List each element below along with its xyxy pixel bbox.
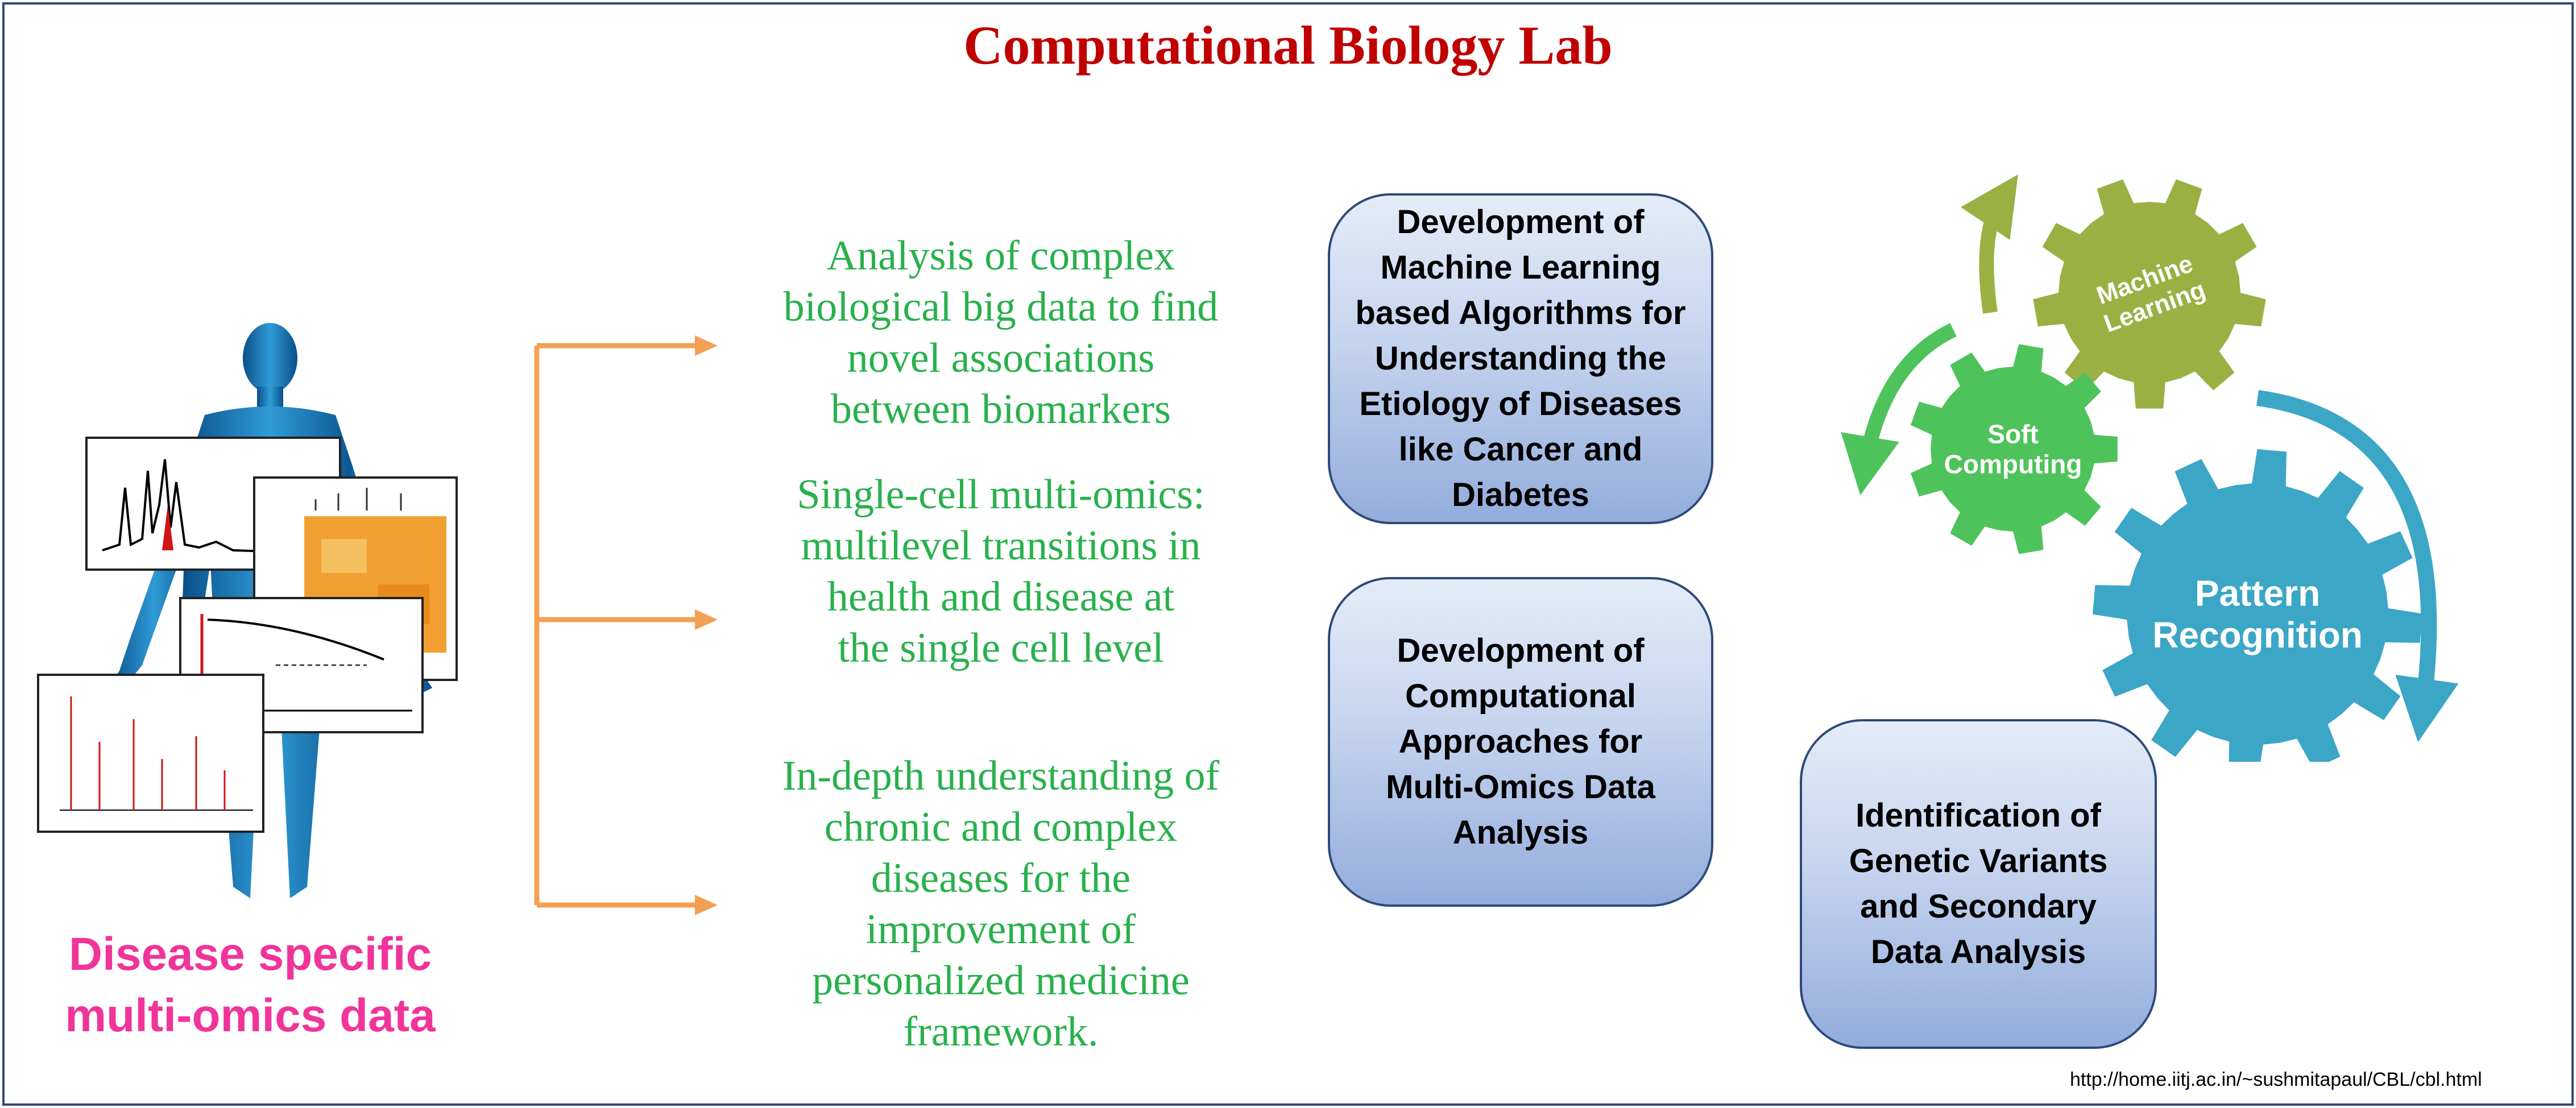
box-machine-learning-algorithms: Development of Machine Learning based Al… <box>1328 193 1713 524</box>
research-item-big-data: Analysis of complex biological big data … <box>783 233 1219 433</box>
box-machine-learning-algorithms-text: Development of Machine Learning based Al… <box>1355 204 1686 513</box>
machine-learning-gear: MachineLearning <box>2033 179 2266 409</box>
page-title: Computational Biology Lab <box>963 15 1613 76</box>
research-item-single-cell: Single-cell multi-omics: multilevel tran… <box>797 471 1205 671</box>
box-genetic-variants: Identification of Genetic Variants and S… <box>1800 719 2157 1049</box>
arrow-head-2 <box>695 609 718 630</box>
arrow-head-3 <box>695 895 718 915</box>
box-genetic-variants-text: Identification of Genetic Variants and S… <box>1849 797 2108 970</box>
mass-spectrum-plot-2 <box>37 674 264 833</box>
machine-learning-gear-shape <box>2033 179 2266 409</box>
research-item-personalized-medicine: In-depth understanding of chronic and co… <box>782 753 1220 1055</box>
box-multi-omics-approaches: Development of Computational Approaches … <box>1328 577 1713 907</box>
bracket-arrows <box>534 335 718 915</box>
arrow-head-1 <box>695 335 718 356</box>
pattern-recognition-gear-shape <box>2092 449 2423 762</box>
disease-multiomics-caption: Disease specific multi-omics data <box>65 928 436 1041</box>
box-multi-omics-approaches-text: Development of Computational Approaches … <box>1386 632 1655 851</box>
green-curved-arrow <box>1841 323 1957 496</box>
teal-curved-arrow <box>2256 390 2459 742</box>
footer-url[interactable]: http://home.iitj.ac.in/~sushmitapaul/CBL… <box>2070 1069 2482 1090</box>
olive-curved-arrow <box>1960 174 2018 314</box>
soft-computing-gear-shape <box>1910 344 2118 554</box>
